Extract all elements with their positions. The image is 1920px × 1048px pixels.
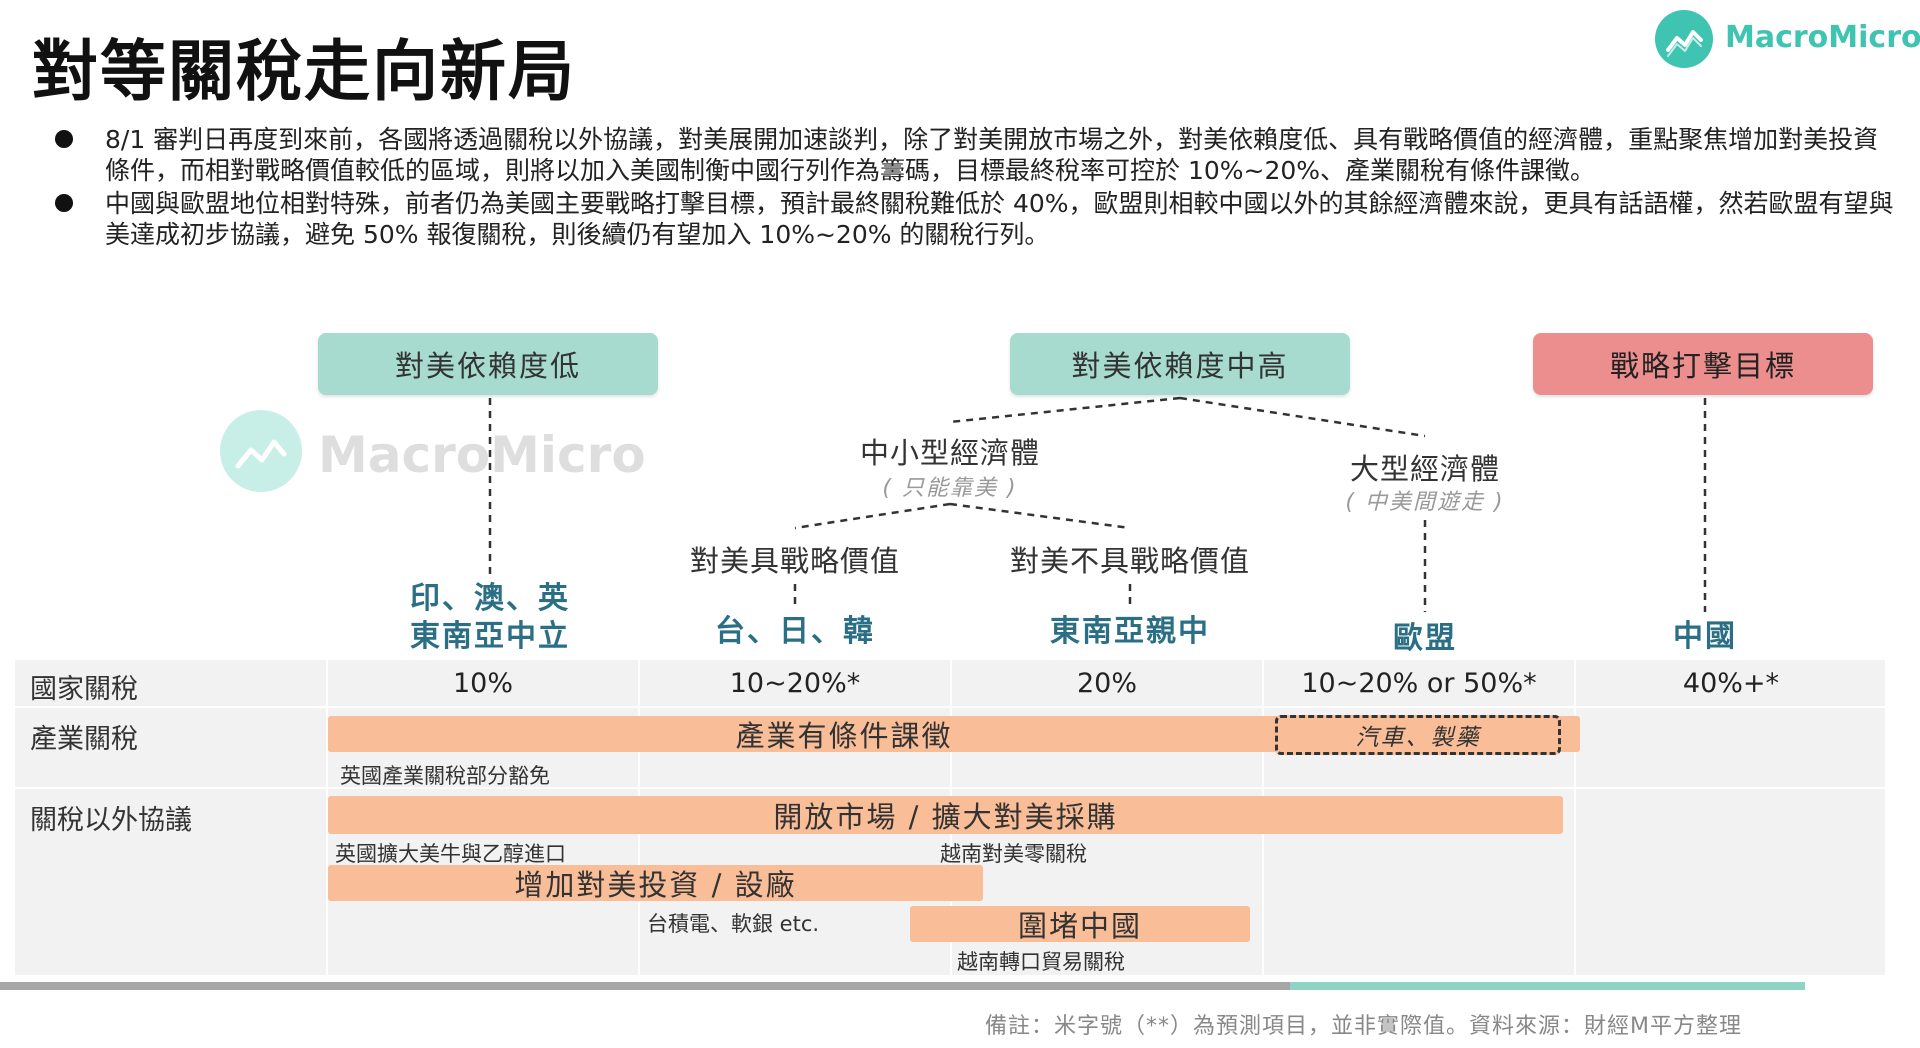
divider-accent [1290,982,1805,990]
bar-industry-label: 產業有條件課徵 [735,719,953,753]
country-group-1-line2: 東南亞中立 [410,619,570,654]
tariff-value: 20% [1076,668,1137,699]
node-small-economy: 中小型經濟體 [859,436,1040,470]
country-group-1-line1: 印、澳、英 [410,581,570,616]
header-low-dependency: 對美依賴度低 [318,333,658,395]
summary-bullets: 8/1 審判日再度到來前，各國將透過關稅以外協議，對美展開加速談判，除了對美開放… [50,124,1900,250]
bullet-item: 8/1 審判日再度到來前，各國將透過關稅以外協議，對美展開加速談判，除了對美開放… [50,124,1900,186]
header-midhigh-dependency: 對美依賴度中高 [1010,333,1350,395]
industry-note: 英國產業關稅部分豁免 [340,764,550,788]
bar-contain-china: 圍堵中國 [910,906,1250,943]
country-group-4: 歐盟 [1393,621,1457,656]
divider-gray [0,982,1290,990]
tariff-value: 10~20%* [729,668,861,699]
bar-open-market: 開放市場 / 擴大對美採購 [328,796,1563,834]
watermark-logo-icon [220,410,302,492]
bullet-dot-icon [55,130,73,148]
tariff-table: 國家關稅 產業關稅 關稅以外協議 10% 10~20%* 20% 10~20% … [15,660,1885,975]
bar-increase-investment: 增加對美投資 / 設廠 [328,865,983,902]
country-group-2: 台、日、韓 [715,614,875,649]
tariff-value: 10~20% or 50%* [1301,668,1537,699]
invest-note: 台積電、軟銀 etc. [647,912,820,936]
watermark: MacroMicro [220,410,646,495]
header-strategic-target: 戰略打擊目標 [1533,333,1873,395]
node-strategic-value: 對美具戰略價值 [689,544,900,578]
watermark-text: MacroMicro [318,426,646,484]
country-group-3: 東南亞親中 [1050,614,1210,649]
tariff-value: 10% [452,668,513,699]
brand-logo: MacroMicro [1655,10,1920,72]
bullet-dot-icon [55,194,73,212]
contain-note: 越南轉口貿易關稅 [957,950,1125,974]
bullet-text: 中國與歐盟地位相對特殊，前者仍為美國主要戰略打擊目標，預計最終關稅難低於 40%… [105,189,1894,249]
country-group-1: 印、澳、英 東南亞中立 [365,580,615,656]
page-title: 對等關稅走向新局 [32,33,576,110]
agreement-note-uk: 英國擴大美牛與乙醇進口 [335,842,566,866]
row-label-other-agreements: 關稅以外協議 [30,805,192,836]
node-small-economy-note: ( 只能靠美 ) [882,476,1018,501]
row-label-industry-tariff: 產業關稅 [30,724,138,755]
node-large-economy: 大型經濟體 [1349,452,1500,486]
row-label-country-tariff: 國家關稅 [30,674,138,705]
bullet-item: 中國與歐盟地位相對特殊，前者仍為美國主要戰略打擊目標，預計最終關稅難低於 40%… [50,188,1900,250]
country-group-5: 中國 [1673,619,1737,654]
bullet-text: 8/1 審判日再度到來前，各國將透過關稅以外協議，對美展開加速談判，除了對美開放… [105,125,1879,185]
tariff-value: 40%+* [1682,668,1780,699]
node-large-economy-note: ( 中美間遊走 ) [1345,490,1505,515]
node-no-strategic-value: 對美不具戰略價值 [1009,544,1250,578]
logo-mark-icon [1655,10,1713,68]
industry-exception-box: 汽車、製藥 [1275,715,1561,755]
logo-text: MacroMicro [1725,20,1920,55]
footer-note: 備註：米字號（**）為預測項目，並非實際值。資料來源：財經M平方整理 [985,1014,1742,1039]
agreement-note-vn: 越南對美零關稅 [940,842,1087,866]
